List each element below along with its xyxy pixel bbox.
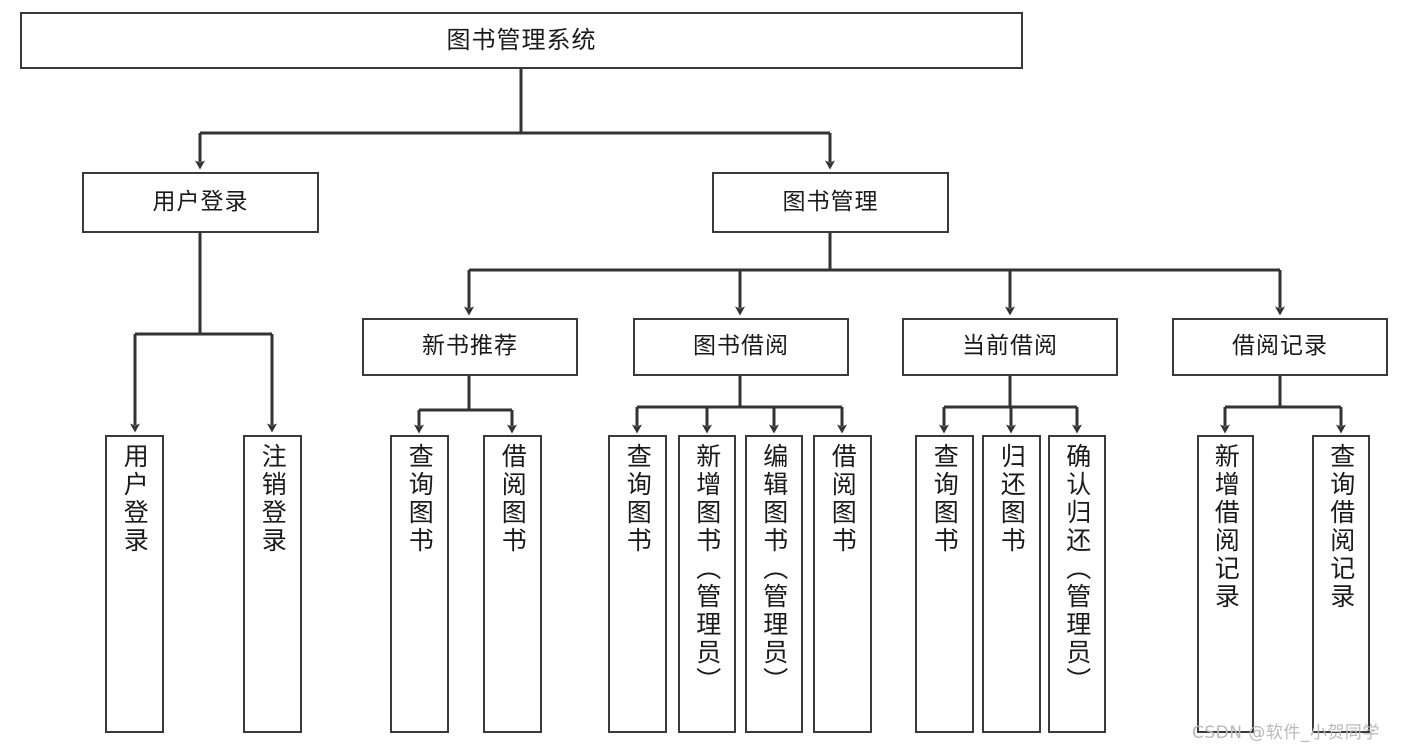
node-book-borrow[interactable]: 图书借阅	[633, 318, 849, 376]
node-leaf-confirm-return[interactable]: 确认归还（管理员）	[1048, 435, 1106, 733]
node-root[interactable]: 图书管理系统	[20, 12, 1023, 69]
node-leaf-borrow-book-1-label: 借阅图书	[498, 443, 528, 555]
node-leaf-add-record[interactable]: 新增借阅记录	[1197, 435, 1254, 733]
node-borrow-record-label: 借阅记录	[1232, 333, 1328, 360]
node-leaf-query-book-1[interactable]: 查询图书	[390, 435, 449, 733]
node-leaf-add-record-label: 新增借阅记录	[1211, 443, 1241, 611]
node-leaf-query-record[interactable]: 查询借阅记录	[1312, 435, 1370, 733]
node-leaf-query-record-label: 查询借阅记录	[1326, 443, 1356, 611]
node-book-manage[interactable]: 图书管理	[712, 172, 949, 233]
node-book-manage-label: 图书管理	[782, 188, 879, 215]
node-user-login-label: 用户登录	[152, 188, 249, 215]
node-leaf-edit-book[interactable]: 编辑图书（管理员）	[745, 435, 803, 733]
node-root-label: 图书管理系统	[446, 26, 597, 55]
node-leaf-query-book-1-label: 查询图书	[405, 443, 435, 555]
node-leaf-query-book-2[interactable]: 查询图书	[608, 435, 667, 733]
node-leaf-borrow-book-1[interactable]: 借阅图书	[483, 435, 542, 733]
node-leaf-confirm-return-label: 确认归还（管理员）	[1062, 443, 1092, 695]
csdn-watermark: CSDN @软件_小贺同学	[1192, 723, 1380, 743]
node-leaf-query-book-3-label: 查询图书	[930, 443, 960, 555]
node-leaf-edit-book-label: 编辑图书（管理员）	[759, 443, 789, 695]
node-leaf-query-book-2-label: 查询图书	[623, 443, 653, 555]
node-leaf-return-book[interactable]: 归还图书	[982, 435, 1041, 733]
node-leaf-logout-label: 注销登录	[258, 443, 288, 555]
node-leaf-logout[interactable]: 注销登录	[243, 435, 302, 733]
node-leaf-borrow-book-2-label: 借阅图书	[828, 443, 858, 555]
node-leaf-borrow-book-2[interactable]: 借阅图书	[813, 435, 872, 733]
node-new-book-rec-label: 新书推荐	[422, 333, 518, 360]
node-leaf-return-book-label: 归还图书	[997, 443, 1027, 555]
node-leaf-user-login-label: 用户登录	[120, 443, 150, 555]
node-leaf-add-book-label: 新增图书（管理员）	[692, 443, 722, 695]
node-current-borrow-label: 当前借阅	[962, 333, 1058, 360]
node-user-login[interactable]: 用户登录	[82, 172, 319, 233]
node-book-borrow-label: 图书借阅	[693, 333, 789, 360]
node-leaf-query-book-3[interactable]: 查询图书	[915, 435, 974, 733]
node-current-borrow[interactable]: 当前借阅	[902, 318, 1118, 376]
node-leaf-user-login[interactable]: 用户登录	[105, 435, 164, 733]
node-leaf-add-book[interactable]: 新增图书（管理员）	[678, 435, 736, 733]
node-borrow-record[interactable]: 借阅记录	[1172, 318, 1388, 376]
node-new-book-rec[interactable]: 新书推荐	[362, 318, 578, 376]
